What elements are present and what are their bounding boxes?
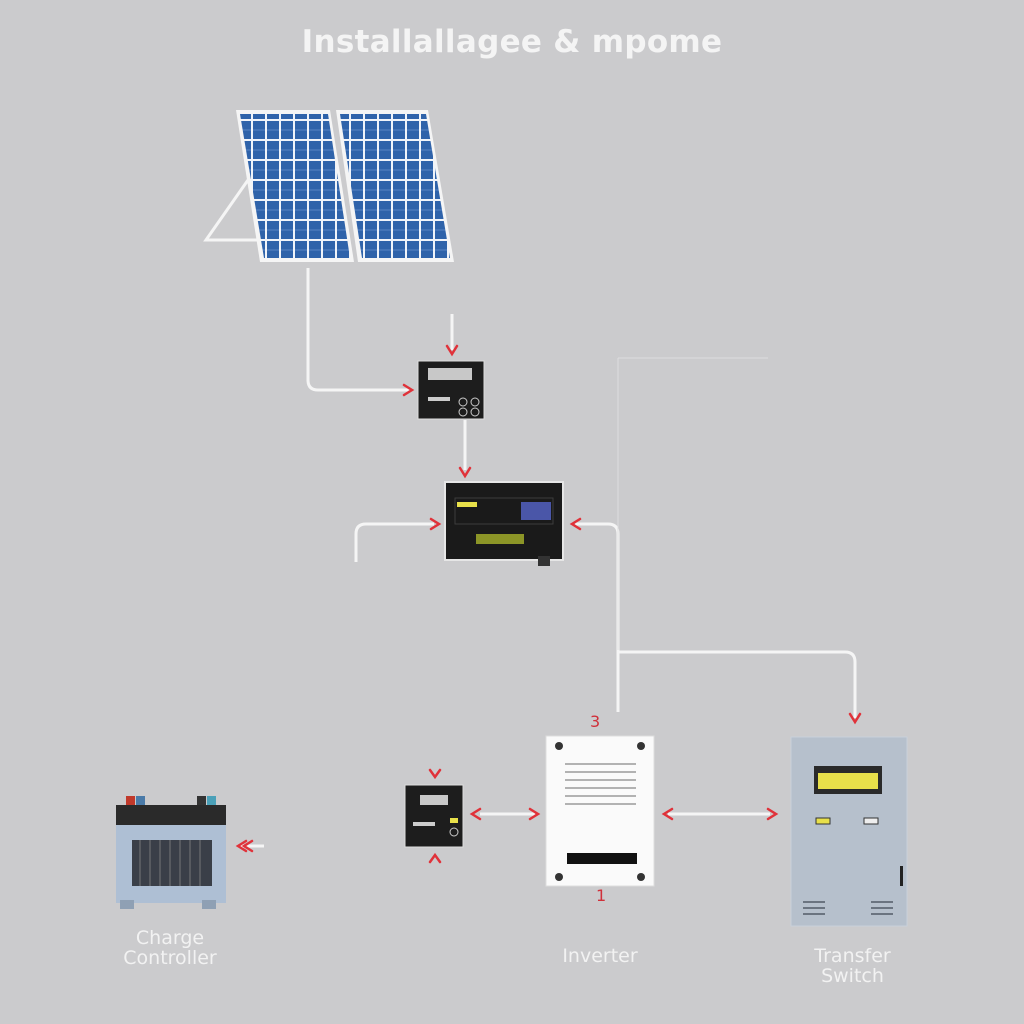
arrow-icon <box>766 807 779 821</box>
arrow-icon <box>429 517 442 531</box>
battery-icon <box>116 796 226 909</box>
wire-panel-to-meter <box>306 268 410 392</box>
arrow-icon <box>458 466 472 479</box>
arrow-icon <box>428 768 442 780</box>
arrow-icon <box>402 383 415 397</box>
label-transfer-switch: Transfer Switch <box>814 945 891 987</box>
arrow-icon <box>661 807 674 821</box>
diagram-title: Installallagee & mpome <box>301 24 723 60</box>
meter-icon <box>404 784 464 848</box>
arrow-icon <box>528 807 541 821</box>
arrow-icon <box>235 839 254 853</box>
marker-inverter-top: 3 <box>590 712 601 731</box>
meter-icon <box>417 360 485 420</box>
arrow-icon <box>445 344 459 357</box>
arrow-icon <box>848 712 862 725</box>
wire-left-to-controller <box>354 522 434 562</box>
arrow-icon <box>428 852 442 864</box>
arrows <box>235 344 862 864</box>
inverter-icon <box>545 735 655 887</box>
arrow-icon <box>469 807 482 821</box>
arrow-icon <box>569 517 582 531</box>
charge-controller-unit-icon <box>444 481 564 566</box>
wire-controller-to-inverter <box>575 522 620 712</box>
label-inverter: Inverter <box>562 945 638 967</box>
label-charge-controller: Charge Controller <box>123 927 217 969</box>
transfer-switch-icon <box>790 736 908 927</box>
wire-to-transfer-switch <box>618 650 857 718</box>
solar-panel-icon <box>203 110 454 262</box>
marker-inverter-bottom: 1 <box>596 886 607 905</box>
